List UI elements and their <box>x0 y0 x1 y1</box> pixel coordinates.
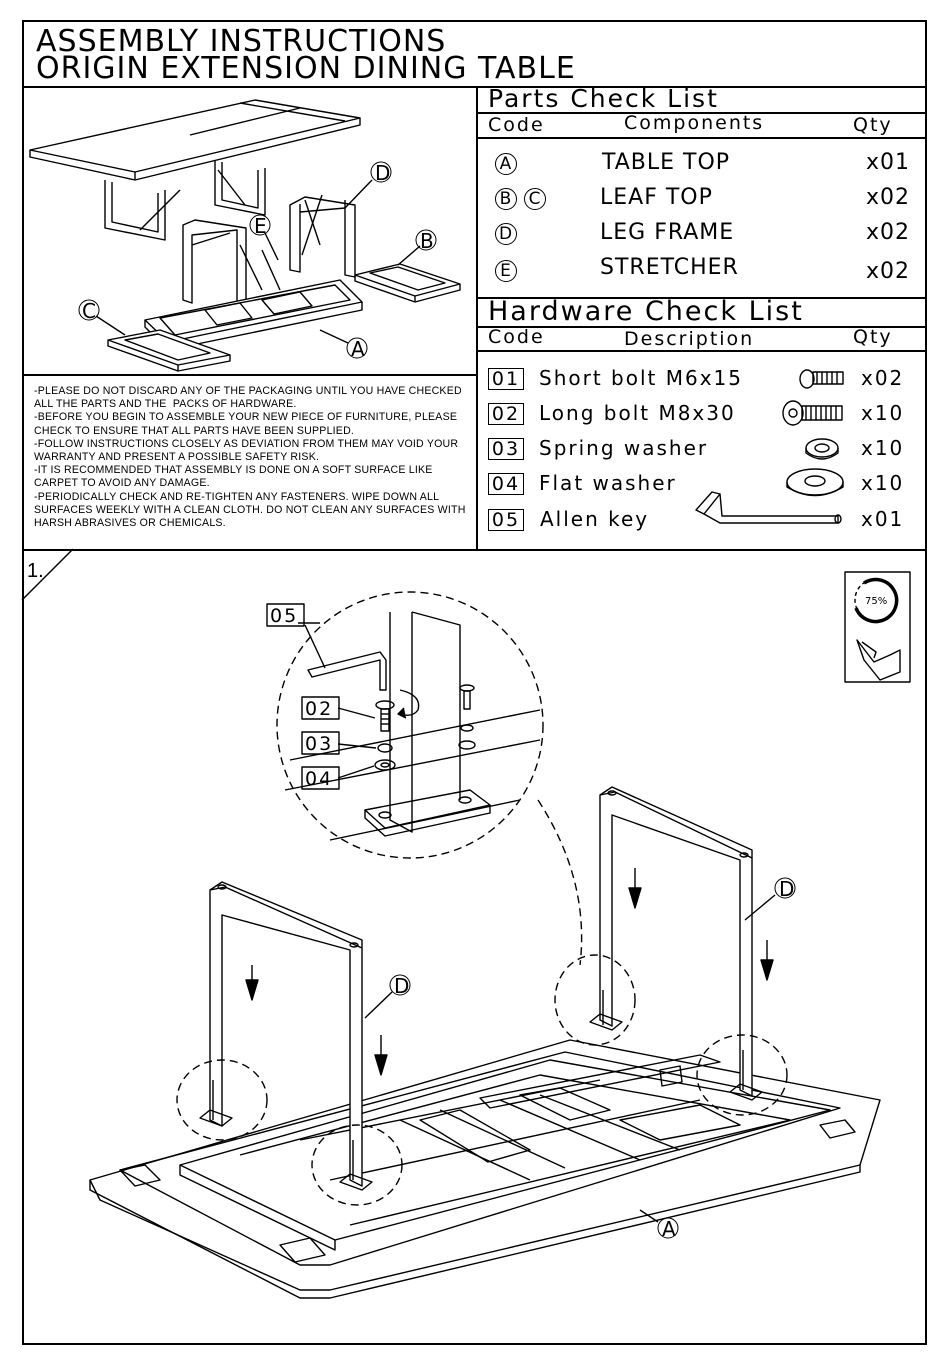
hardware-qty: x02 <box>861 366 905 390</box>
hardware-description: Allen key <box>540 507 650 531</box>
title-line-1: ASSEMBLY INSTRUCTIONS <box>36 24 447 59</box>
callout-bolt: 02 <box>305 698 333 720</box>
detail-magnifier <box>284 611 541 841</box>
page-frame <box>22 20 927 1345</box>
parts-header-divider <box>476 137 927 139</box>
label-b-overview: B <box>420 229 434 253</box>
hardware-divider <box>476 297 927 299</box>
hardware-row: 05 Allen key x01 <box>488 506 918 536</box>
note-line: -BEFORE YOU BEGIN TO ASSEMBLE YOUR NEW P… <box>34 411 461 437</box>
note-line: -FOLLOW INSTRUCTIONS CLOSELY AS DEVIATIO… <box>34 437 462 464</box>
parts-row: E STRETCHER x02 <box>488 255 918 285</box>
callout-flat-washer: 04 <box>305 768 333 790</box>
allen-key-icon <box>695 491 842 524</box>
hardware-qty: x01 <box>861 507 905 531</box>
note-line: -IT IS RECOMMENDED THAT ASSEMBLY IS DONE… <box>34 464 436 490</box>
step-divider <box>22 549 927 551</box>
parts-row: A TABLE TOP x01 <box>488 150 918 180</box>
label-d-right: D <box>779 877 794 901</box>
hardware-header-divider <box>476 350 927 352</box>
hardware-col-qty: Qty <box>853 326 893 348</box>
step-corner-line <box>21 548 74 601</box>
hardware-description: Spring washer <box>539 436 709 460</box>
parts-title-divider <box>476 112 927 114</box>
step-number: 1. <box>27 560 44 582</box>
hardware-description: Long bolt M8x30 <box>539 401 736 425</box>
code-circle-c: C <box>524 188 546 210</box>
title-line-2: ORIGIN EXTENSION DINING TABLE <box>36 51 576 86</box>
safety-notes: -PLEASE DO NOT DISCARD ANY OF THE PACKAG… <box>34 385 466 530</box>
hardware-code: 05 <box>488 509 524 531</box>
hardware-title-divider <box>476 326 927 328</box>
overview-divider <box>22 374 477 376</box>
note-line: -PLEASE DO NOT DISCARD ANY OF THE PACKAG… <box>34 385 465 411</box>
part-qty: x01 <box>866 150 911 175</box>
part-name: STRETCHER <box>600 255 739 280</box>
code-circle-d: D <box>495 223 517 245</box>
label-d-left: D <box>394 974 409 998</box>
flat-washer-icon <box>786 468 844 497</box>
hardware-title: Hardware Check List <box>488 296 804 327</box>
part-name: LEAF TOP <box>600 185 713 210</box>
code-circle-b: B <box>495 188 517 210</box>
tightness-percent: 75% <box>865 596 887 607</box>
short-bolt-icon <box>799 369 844 389</box>
long-bolt-icon <box>782 400 843 426</box>
hardware-qty: x10 <box>861 471 905 495</box>
part-qty: x02 <box>866 220 911 245</box>
part-qty: x02 <box>866 185 911 210</box>
hardware-code: 03 <box>488 438 524 460</box>
hardware-row: 01 Short bolt M6x15 x02 <box>488 366 918 396</box>
parts-col-qty: Qty <box>853 114 893 136</box>
spring-washer-icon <box>805 438 839 460</box>
part-qty: x02 <box>866 259 911 284</box>
hardware-qty: x10 <box>861 436 905 460</box>
hardware-col-description: Description <box>624 328 755 350</box>
callout-key: 05 <box>270 605 298 627</box>
parts-col-code: Code <box>488 114 545 136</box>
parts-title: Parts Check List <box>488 84 719 113</box>
hardware-code: 04 <box>488 473 524 495</box>
hardware-description: Flat washer <box>539 471 677 495</box>
label-e-overview: E <box>254 214 267 238</box>
overview-drawing <box>29 99 461 372</box>
step1-drawing <box>89 571 911 1299</box>
label-d-overview: D <box>375 161 390 185</box>
parts-row: D LEG FRAME x02 <box>488 220 918 250</box>
hardware-code: 01 <box>488 368 524 390</box>
hardware-row: 04 Flat washer x10 <box>488 471 918 501</box>
hardware-col-code: Code <box>488 326 545 348</box>
label-a-top: A <box>662 1217 676 1241</box>
part-name: LEG FRAME <box>600 220 735 245</box>
hardware-description: Short bolt M6x15 <box>539 366 743 390</box>
hardware-code: 02 <box>488 403 524 425</box>
code-circle-a: A <box>495 153 517 175</box>
title-divider <box>22 86 927 88</box>
label-a-overview: A <box>351 337 365 361</box>
label-c-overview: C <box>82 299 96 323</box>
parts-row: B C LEAF TOP x02 <box>488 185 918 215</box>
hardware-row: 02 Long bolt M8x30 x10 <box>488 401 918 431</box>
code-circle-e: E <box>495 260 517 282</box>
column-divider <box>476 86 478 549</box>
parts-col-components: Components <box>624 112 765 134</box>
part-name: TABLE TOP <box>602 150 731 175</box>
callout-spring-washer: 03 <box>305 733 333 755</box>
note-line: -PERIODICALLY CHECK AND RE-TIGHTEN ANY F… <box>34 490 469 530</box>
hardware-row: 03 Spring washer x10 <box>488 436 918 466</box>
hardware-qty: x10 <box>861 401 905 425</box>
